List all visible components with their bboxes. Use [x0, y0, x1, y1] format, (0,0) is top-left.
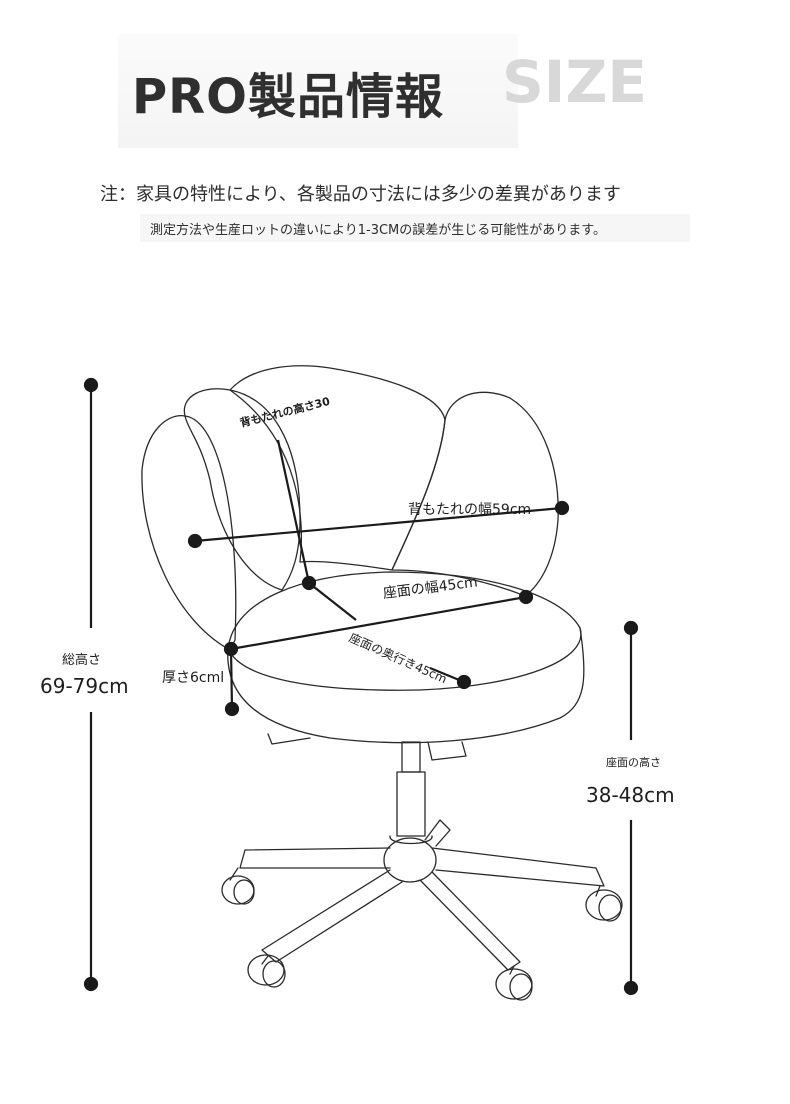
base-leg-1 [239, 847, 391, 869]
label-backrest-width: 背もたれの幅59cm [408, 502, 532, 518]
back-cushion-left [141, 415, 237, 651]
seat-depth-dot [456, 674, 472, 690]
seat-width-dot-right [518, 589, 534, 605]
gas-column [396, 771, 426, 837]
chair-drawing [141, 365, 623, 1001]
seat-side [227, 627, 585, 744]
size-heading: SIZE [502, 48, 648, 116]
thickness-line [229, 648, 234, 710]
disclaimer-note: 注：家具の特性により、各製品の寸法には多少の差異があります [100, 184, 621, 205]
back-cushion-center [229, 365, 446, 571]
subnote-background [140, 214, 690, 242]
gas-column-top [401, 741, 421, 773]
page-title: PRO製品情報 [132, 69, 444, 125]
base-hub [383, 837, 437, 883]
base-leg-5 [424, 819, 451, 847]
disclaimer-subnote: 測定方法や生産ロットの違いにより1-3CMの誤差が生じる可能性があります。 [150, 223, 606, 238]
seat-mechanism [267, 733, 467, 761]
thickness-dot-bottom [224, 701, 240, 717]
caster-front-right [495, 965, 533, 1001]
back-cushion-right [391, 391, 559, 597]
label-seat-thickness: 厚さ6cml [162, 670, 225, 686]
backrest-width-dot-left [187, 533, 203, 549]
seat-height-dot-bottom [623, 980, 639, 996]
seat-width-line [230, 595, 527, 651]
base-leg-2 [431, 847, 605, 887]
value-total-height: 69-79cm [40, 674, 129, 698]
caster-left [221, 867, 255, 905]
total-height-dot-bottom [83, 976, 99, 992]
dimension-lines [83, 377, 639, 996]
backrest-width-dot-right [554, 500, 570, 516]
gas-ring [389, 835, 433, 845]
total-height-dot-top [83, 377, 99, 393]
caster-right [585, 885, 623, 922]
label-total-height: 総高さ [62, 653, 102, 668]
value-seat-height: 38-48cm [586, 783, 675, 807]
seat-height-dot-top [623, 620, 639, 636]
backrest-width-line [194, 506, 563, 543]
label-seat-height: 座面の高さ [606, 756, 661, 769]
caster-front-left [247, 954, 286, 988]
header-background [118, 34, 518, 148]
base-leg-3 [261, 869, 403, 963]
seat-depth-line-1 [308, 582, 357, 621]
base-leg-4 [419, 871, 521, 971]
backrest-height-line [276, 439, 311, 584]
